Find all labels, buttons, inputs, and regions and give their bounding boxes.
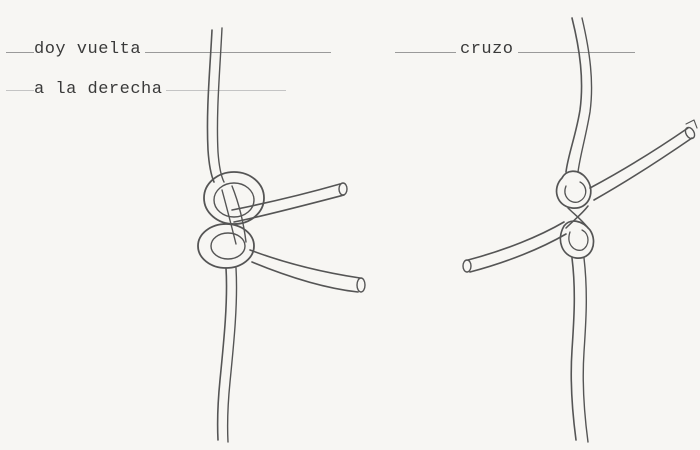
right-upper-end	[590, 128, 688, 188]
left-lower-end	[250, 250, 360, 278]
left-knot-drawing	[198, 28, 365, 442]
right-cord-lower	[571, 258, 576, 440]
right-cord-upper	[566, 18, 582, 172]
right-lower-end	[468, 222, 564, 260]
right-knot-drawing	[463, 18, 697, 442]
left-cord-upper	[207, 30, 214, 182]
left-upper-loop	[204, 172, 264, 224]
left-cord-lower	[218, 268, 227, 440]
